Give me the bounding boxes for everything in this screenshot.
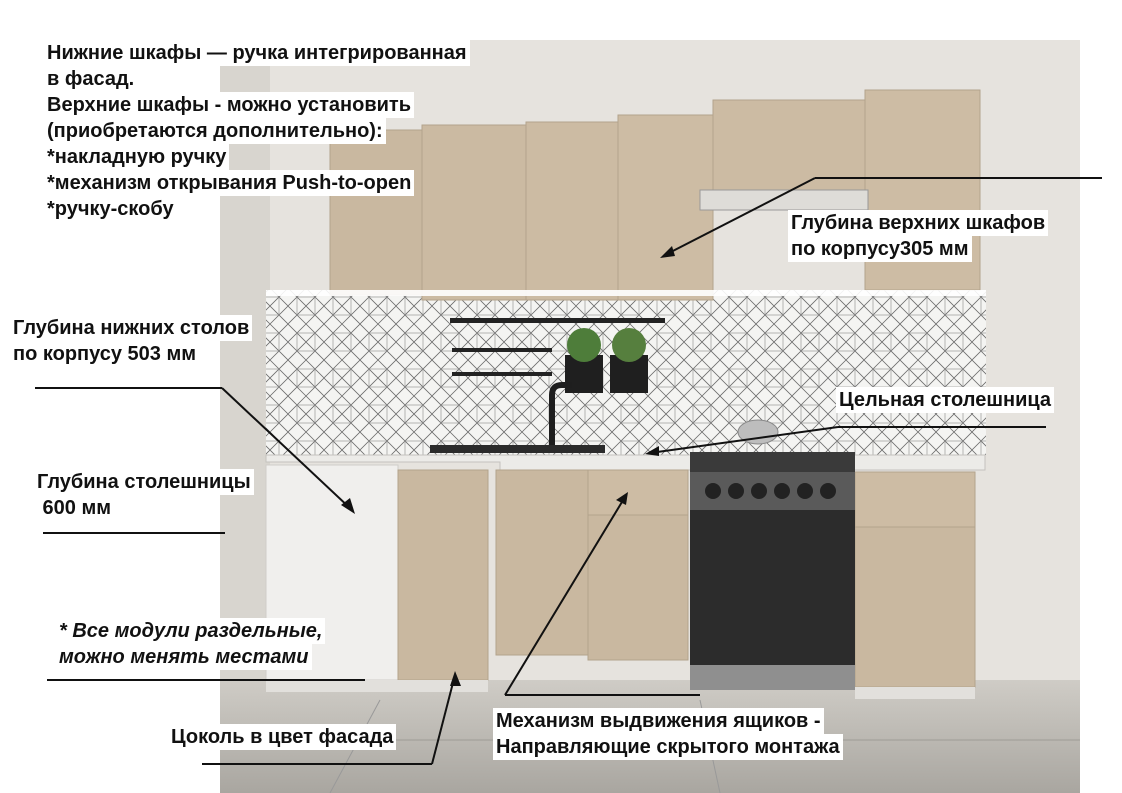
plinth <box>266 680 488 692</box>
range-hood <box>699 189 869 211</box>
faucet <box>549 382 572 448</box>
countertop-solid-label: Цельная столешница <box>836 387 1055 413</box>
upper-cabinets <box>329 89 981 301</box>
drawer-mechanism-label: Механизм выдвижения ящиков - Направляющи… <box>493 708 843 760</box>
upper-depth-label: Глубина верхних шкафов по корпусу305 мм <box>788 210 1049 262</box>
arrow-heads <box>341 246 675 686</box>
plinth-label: Цоколь в цвет фасада <box>168 724 397 750</box>
lower-depth-label: Глубина нижних столов по корпусу 503 мм <box>10 315 253 367</box>
countertop-depth-label: Глубина столешницы 600 мм <box>34 469 254 521</box>
modules-note: * Все модули раздельные, можно менять ме… <box>56 618 326 670</box>
stove <box>690 419 855 690</box>
lower-cabinets <box>265 464 976 688</box>
leader-lines <box>35 177 1102 765</box>
top-left-handle-label: Нижние шкафы — ручка интегрированная в ф… <box>44 40 470 222</box>
